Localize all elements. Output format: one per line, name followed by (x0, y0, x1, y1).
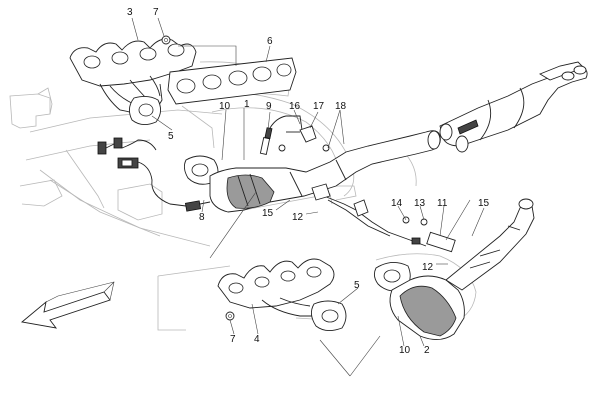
callout-10: 10 (219, 101, 231, 112)
callout-8: 8 (199, 212, 205, 223)
callout-1: 1 (244, 99, 250, 110)
callout-leader-lines (131, 17, 485, 377)
callout-5: 5 (168, 131, 174, 142)
lambda-sensor-11 (311, 183, 456, 253)
callout-6: 6 (267, 36, 273, 47)
callout-12: 12 (422, 262, 434, 273)
front-direction-arrow-icon (20, 281, 115, 329)
catalytic-converter-upper (183, 130, 441, 213)
callout-10: 10 (399, 345, 411, 356)
catalytic-converter-lower (373, 198, 535, 340)
callout-15: 15 (262, 208, 274, 219)
callout-4: 4 (254, 334, 260, 345)
callout-16: 16 (289, 101, 301, 112)
callout-9: 9 (266, 101, 272, 112)
callout-14: 14 (391, 198, 403, 209)
callout-5: 5 (354, 280, 360, 291)
lambda-sensor-9 (259, 115, 303, 155)
callout-2: 2 (424, 345, 430, 356)
rear-muffler (439, 61, 588, 153)
callout-7: 7 (230, 334, 236, 345)
callout-12: 12 (292, 212, 304, 223)
callout-3: 3 (127, 7, 133, 18)
exhaust-manifold-lower (217, 258, 347, 331)
bracket-16-17 (278, 125, 330, 152)
callout-13: 13 (414, 198, 426, 209)
callout-18: 18 (335, 101, 347, 112)
manifold-gasket (167, 57, 297, 105)
callout-15: 15 (478, 198, 490, 209)
callout-17: 17 (313, 101, 325, 112)
callout-7: 7 (153, 7, 159, 18)
exhaust-manifold-upper-left (69, 35, 197, 125)
oxygen-sensor-left (97, 137, 211, 212)
callout-11: 11 (437, 198, 448, 209)
